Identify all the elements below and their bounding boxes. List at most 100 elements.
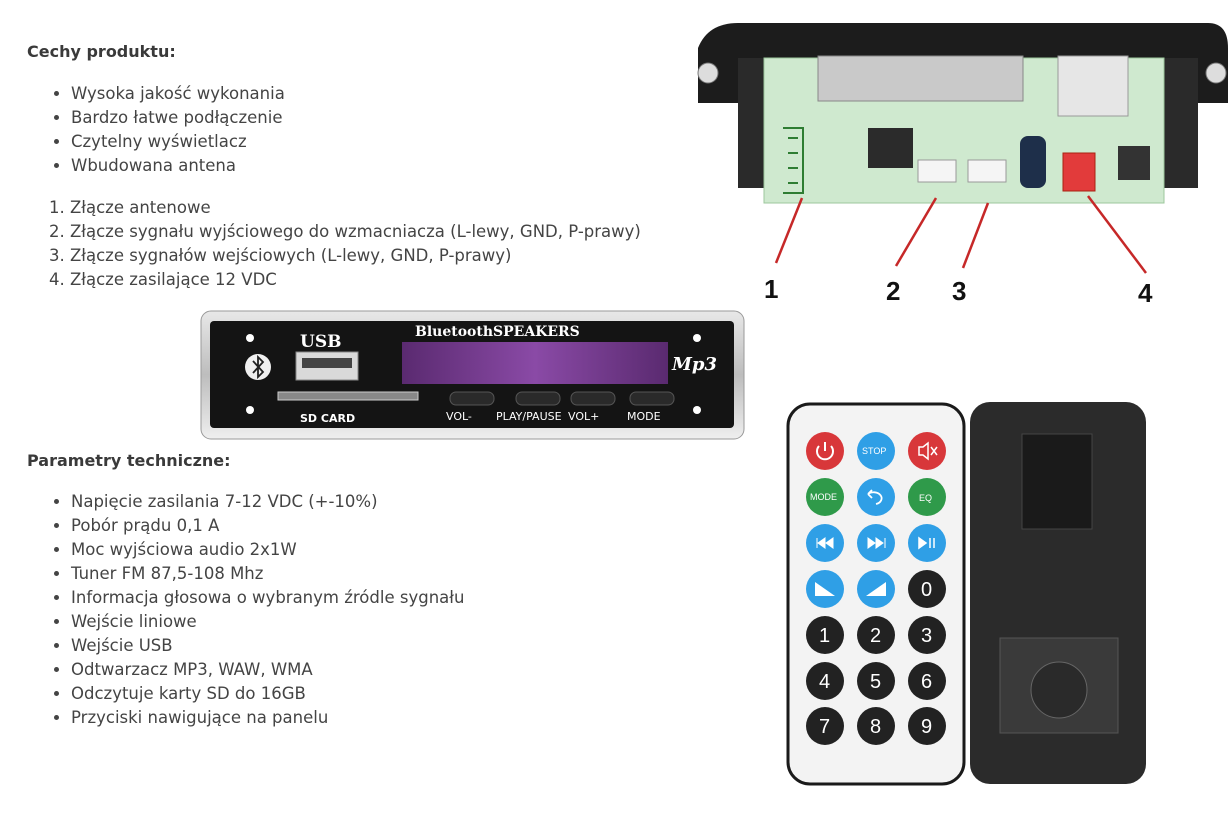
vol-up-button[interactable] xyxy=(570,391,616,406)
callout-line xyxy=(961,202,990,269)
digit-5-label: 5 xyxy=(870,671,881,693)
mode-remote-button[interactable] xyxy=(806,478,844,516)
param-item: Wejście USB xyxy=(71,634,464,658)
digit-8-button[interactable] xyxy=(857,707,895,745)
connectors-list: Złącze antenowe Złącze sygnału wyjściowe… xyxy=(27,196,641,292)
power-icon xyxy=(816,442,834,461)
power-connector xyxy=(1062,152,1096,192)
digit-9-button[interactable] xyxy=(908,707,946,745)
bluetooth-icon xyxy=(245,354,271,380)
connector-item: Złącze sygnałów wejściowych (L-lewy, GND… xyxy=(70,244,641,268)
param-item: Informacja głosowa o wybranym źródle syg… xyxy=(71,586,464,610)
connector-item: Złącze zasilające 12 VDC xyxy=(70,268,641,292)
connector-item: Złącze sygnału wyjściowego do wzmacniacz… xyxy=(70,220,641,244)
digit-7-label: 7 xyxy=(819,716,830,738)
digit-8-label: 8 xyxy=(870,716,881,738)
mute-icon xyxy=(918,441,938,461)
feature-item: Bardzo łatwe podłączenie xyxy=(71,106,285,130)
mode-button[interactable] xyxy=(629,391,675,406)
feature-item: Czytelny wyświetlacz xyxy=(71,130,285,154)
digit-2-button[interactable] xyxy=(857,616,895,654)
eq-label: EQ xyxy=(919,493,932,503)
feature-item: Wbudowana antena xyxy=(71,154,285,178)
digit-1-label: 1 xyxy=(819,625,830,647)
chip xyxy=(868,128,913,168)
volume-up-icon xyxy=(866,582,886,596)
sd-card-label: SD CARD xyxy=(300,412,355,425)
volume-down-icon xyxy=(815,582,835,596)
callout-line xyxy=(894,197,938,267)
circuit-board-image: 1 2 3 4 xyxy=(697,23,1228,308)
next-icon xyxy=(867,537,886,549)
stop-label: STOP xyxy=(862,446,886,456)
callout-4: 4 xyxy=(1138,278,1153,308)
usb-connector xyxy=(1057,55,1129,117)
battery-slot xyxy=(1030,661,1088,719)
param-item: Odtwarzacz MP3, WAW, WMA xyxy=(71,658,464,682)
param-item: Wejście liniowe xyxy=(71,610,464,634)
digit-1-button[interactable] xyxy=(806,616,844,654)
callout-line xyxy=(774,197,804,264)
brand-label: BluetoothSPEAKERS xyxy=(415,324,580,340)
return-icon xyxy=(867,489,883,505)
digit-9-label: 9 xyxy=(921,716,932,738)
vol-down-button[interactable] xyxy=(449,391,495,406)
play-pause-icon xyxy=(918,536,935,550)
features-list: Wysoka jakość wykonania Bardzo łatwe pod… xyxy=(27,82,285,178)
input-connector xyxy=(967,159,1007,183)
callout-line xyxy=(1087,195,1147,274)
vol-down-label: VOL- xyxy=(446,410,472,423)
eq-button[interactable] xyxy=(908,478,946,516)
remote-back-label-area xyxy=(1021,433,1093,530)
screw-hole xyxy=(693,406,701,414)
digit-6-label: 6 xyxy=(921,671,932,693)
digit-7-button[interactable] xyxy=(806,707,844,745)
mode-label: MODE xyxy=(627,410,661,423)
digit-3-button[interactable] xyxy=(908,616,946,654)
inductor xyxy=(1118,146,1150,180)
callout-1: 1 xyxy=(764,274,778,304)
play-pause-label: PLAY/PAUSE xyxy=(496,410,562,423)
params-list: Napięcie zasilania 7-12 VDC (+-10%) Pobó… xyxy=(27,490,464,730)
mute-button[interactable] xyxy=(908,432,946,470)
digit-3-label: 3 xyxy=(921,625,932,647)
sd-card-slot xyxy=(277,391,419,401)
remote-control-image: STOP MODE EQ 0 1 2 3 4 5 6 7 8 9 xyxy=(786,402,1146,786)
screw-hole xyxy=(693,334,701,342)
previous-icon xyxy=(816,537,834,549)
screw-hole xyxy=(246,334,254,342)
params-heading: Parametry techniczne: xyxy=(27,451,231,470)
param-item: Napięcie zasilania 7-12 VDC (+-10%) xyxy=(71,490,464,514)
digit-0-label: 0 xyxy=(921,579,932,601)
return-button[interactable] xyxy=(857,478,895,516)
param-item: Tuner FM 87,5-108 Mhz xyxy=(71,562,464,586)
digit-0-button[interactable] xyxy=(908,570,946,608)
digit-5-button[interactable] xyxy=(857,662,895,700)
features-heading: Cechy produktu: xyxy=(27,42,176,61)
param-item: Moc wyjściowa audio 2x1W xyxy=(71,538,464,562)
capacitor xyxy=(1020,136,1046,188)
digit-4-button[interactable] xyxy=(806,662,844,700)
param-item: Przyciski nawigujące na panelu xyxy=(71,706,464,730)
play-pause-button[interactable] xyxy=(515,391,561,406)
vol-up-label: VOL+ xyxy=(568,410,599,423)
connector-item: Złącze antenowe xyxy=(70,196,641,220)
callout-3: 3 xyxy=(952,276,966,306)
feature-item: Wysoka jakość wykonania xyxy=(71,82,285,106)
antenna-trace xyxy=(783,127,804,194)
usb-label: USB xyxy=(300,332,341,352)
param-item: Pobór prądu 0,1 A xyxy=(71,514,464,538)
sd-slot xyxy=(817,55,1024,102)
callout-2: 2 xyxy=(886,276,900,306)
screw-hole xyxy=(246,406,254,414)
mp3-label: Mp3 xyxy=(671,354,717,375)
param-item: Odczytuje karty SD do 16GB xyxy=(71,682,464,706)
stop-button[interactable] xyxy=(857,432,895,470)
digit-4-label: 4 xyxy=(819,671,830,693)
digit-6-button[interactable] xyxy=(908,662,946,700)
mp3-panel-image: USB BluetoothSPEAKERS Mp3 SD CARD VOL- P… xyxy=(200,310,745,440)
usb-port xyxy=(295,351,359,381)
lcd-display xyxy=(402,342,668,384)
digit-2-label: 2 xyxy=(870,625,881,647)
output-connector xyxy=(917,159,957,183)
